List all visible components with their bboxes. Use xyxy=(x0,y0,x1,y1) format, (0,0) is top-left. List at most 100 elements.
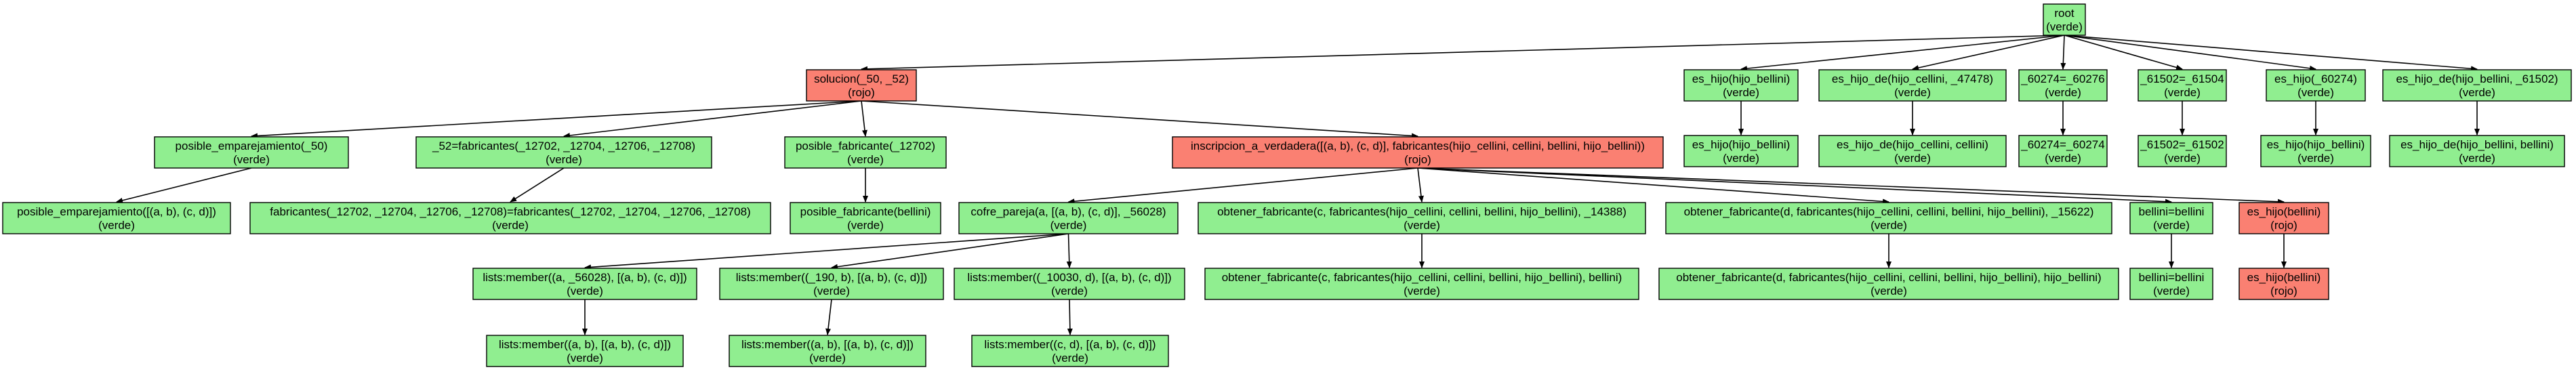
node-status: (verde) xyxy=(2045,86,2081,99)
node-status: (verde) xyxy=(2045,152,2081,165)
edge-cofre-to-member2 xyxy=(831,233,1069,270)
node-status: (verde) xyxy=(2164,152,2201,165)
node-box xyxy=(1683,69,1799,102)
node-label: posible_emparejamiento(_50) xyxy=(176,140,328,152)
edge-inscripcion-to-obtener_d xyxy=(1417,167,1889,205)
node-member2_bot: lists:member((a, b), [(a, b), (c, d)])(v… xyxy=(729,335,926,367)
node-es_hijo_b_rojo: es_hijo(bellini)(rojo) xyxy=(2238,202,2329,234)
node-status: (verde) xyxy=(567,352,603,364)
node-posible_fab_bot: posible_fabricante(bellini)(verde) xyxy=(790,202,941,234)
node-eq61502_top: _61502=_61504(verde) xyxy=(2138,69,2227,102)
node-label: _52=fabricantes(_12702, _12704, _12706, … xyxy=(432,140,695,152)
node-label: posible_emparejamiento([(a, b), (c, d)]) xyxy=(17,205,216,218)
node-es_hijo_bellini_bot2: es_hijo(hijo_bellini)(verde) xyxy=(2260,135,2371,167)
node-box xyxy=(971,335,1169,367)
edge-solucion-to-fab_eq xyxy=(563,100,862,138)
node-status: (verde) xyxy=(809,352,846,364)
node-status: (verde) xyxy=(1723,86,1759,99)
node-status: (verde) xyxy=(2046,20,2083,33)
edge-solucion-to-posible_fab xyxy=(861,100,867,137)
node-status: (verde) xyxy=(1404,285,1440,297)
node-label: solucion(_50, _52) xyxy=(814,72,909,85)
node-label: lists:member((a, b), [(a, b), (c, d)]) xyxy=(499,338,671,351)
node-member1_bot: lists:member((a, b), [(a, b), (c, d)])(v… xyxy=(486,335,684,367)
edge-posible_emp-to-posible_emp_bot xyxy=(116,167,252,203)
node-status: (verde) xyxy=(1870,219,1907,232)
node-status: (rojo) xyxy=(2270,285,2297,297)
node-posible_fab: posible_fabricante(_12702)(verde) xyxy=(784,136,947,169)
node-status: (verde) xyxy=(1051,285,1088,297)
node-label: bellini=bellini xyxy=(2139,271,2205,284)
node-es_hijo_de_bellini_top: es_hijo_de(hijo_bellini, _61502)(verde) xyxy=(2382,69,2572,102)
edge-solucion-to-inscripcion xyxy=(861,100,1418,139)
node-status: (verde) xyxy=(1050,219,1087,232)
node-status: (rojo) xyxy=(848,86,875,99)
node-eq60274_bot: _60274=_60274(verde) xyxy=(2018,135,2108,167)
node-member3_bot: lists:member((c, d), [(a, b), (c, d)])(v… xyxy=(971,335,1169,367)
node-label: lists:member((c, d), [(a, b), (c, d)]) xyxy=(984,338,1156,351)
edge-inscripcion-to-es_hijo_b_rojo xyxy=(1417,167,2285,205)
node-posible_emp: posible_emparejamiento(_50)(verde) xyxy=(154,136,349,169)
node-status: (verde) xyxy=(1723,152,1759,165)
edge-root-to-eq61502_top xyxy=(2064,35,2183,70)
node-label: _61502=_61504 xyxy=(2140,72,2224,85)
node-label: es_hijo(bellini) xyxy=(2247,271,2321,284)
node-inscripcion: inscripcion_a_verdadera([(a, b), (c, d)]… xyxy=(1172,136,1664,169)
node-status: (verde) xyxy=(1870,285,1907,297)
edge-root-to-solucion xyxy=(861,35,2065,72)
node-member1: lists:member((a, _56028), [(a, b), (c, d… xyxy=(472,268,697,300)
node-label: es_hijo(bellini) xyxy=(2247,205,2321,218)
node-status: (verde) xyxy=(2297,86,2334,99)
node-obtener_c: obtener_fabricante(c, fabricantes(hijo_c… xyxy=(1198,202,1646,234)
node-root: root(verde) xyxy=(2043,3,2086,36)
edge-root-to-es_hijo_60274_top xyxy=(2064,35,2316,71)
node-obtener_d_bot: obtener_fabricante(d, fabricantes(hijo_c… xyxy=(1658,268,2119,300)
node-box xyxy=(1683,135,1799,167)
node-status: (verde) xyxy=(847,153,884,166)
node-box xyxy=(958,202,1179,234)
nodes-layer: root(verde)solucion(_50, _52)(rojo)es_hi… xyxy=(2,3,2572,367)
node-box xyxy=(2043,3,2086,36)
node-fab_eq: _52=fabricantes(_12702, _12704, _12706, … xyxy=(415,136,712,169)
node-label: posible_fabricante(_12702) xyxy=(796,140,935,152)
node-label: obtener_fabricante(c, fabricantes(hijo_c… xyxy=(1222,271,1622,284)
node-label: obtener_fabricante(d, fabricantes(hijo_c… xyxy=(1676,271,2101,284)
node-es_hijo_bellini_top: es_hijo(hijo_bellini)(verde) xyxy=(1683,69,1799,102)
node-box xyxy=(486,335,684,367)
edge-member3-to-member3_bot xyxy=(1067,299,1073,335)
edge-inscripcion-to-cofre xyxy=(1067,167,1418,205)
node-box xyxy=(472,268,697,300)
node-box xyxy=(954,268,1185,300)
edge-root-to-es_hijo_bellini_top xyxy=(1740,35,2065,72)
node-box xyxy=(1665,202,2112,234)
node-label: es_hijo_de(hijo_cellini, _47478) xyxy=(1832,72,1993,85)
node-posible_emp_bot: posible_emparejamiento([(a, b), (c, d)])… xyxy=(2,202,231,234)
node-status: (verde) xyxy=(1052,352,1088,364)
edge-member2-to-member2_bot xyxy=(825,299,832,335)
node-fab_eq_bot: fabricantes(_12702, _12704, _12706, _127… xyxy=(249,202,771,234)
node-label: _61502=_61502 xyxy=(2140,138,2224,151)
node-label: posible_fabricante(bellini) xyxy=(800,205,931,218)
node-label: bellini=bellini xyxy=(2139,205,2205,218)
node-member2: lists:member((_190, b), [(a, b), (c, d)]… xyxy=(719,268,944,300)
node-box xyxy=(249,202,771,234)
node-label: lists:member((a, b), [(a, b), (c, d)]) xyxy=(741,338,914,351)
node-box xyxy=(2129,268,2213,300)
node-label: es_hijo(_60274) xyxy=(2274,72,2357,85)
edge-cofre-to-member3 xyxy=(1066,233,1072,268)
node-es_hijo_60274_top: es_hijo(_60274)(verde) xyxy=(2266,69,2366,102)
node-box xyxy=(2,202,231,234)
node-status: (verde) xyxy=(2459,152,2495,165)
node-box xyxy=(1198,202,1646,234)
node-box xyxy=(1172,136,1664,169)
node-box xyxy=(2138,135,2227,167)
edge-root-to-es_hijo_de_bellini_top xyxy=(2064,35,2478,72)
node-status: (verde) xyxy=(2164,86,2201,99)
node-es_hijo_de_cellini_bot: es_hijo_de(hijo_cellini, cellini)(verde) xyxy=(1818,135,2007,167)
node-label: fabricantes(_12702, _12704, _12706, _127… xyxy=(270,205,750,218)
edge-root-to-es_hijo_de_cellini_top xyxy=(1912,35,2065,70)
node-box xyxy=(2389,135,2565,167)
node-box xyxy=(1818,69,2007,102)
node-label: inscripcion_a_verdadera([(a, b), (c, d)]… xyxy=(1191,140,1645,152)
